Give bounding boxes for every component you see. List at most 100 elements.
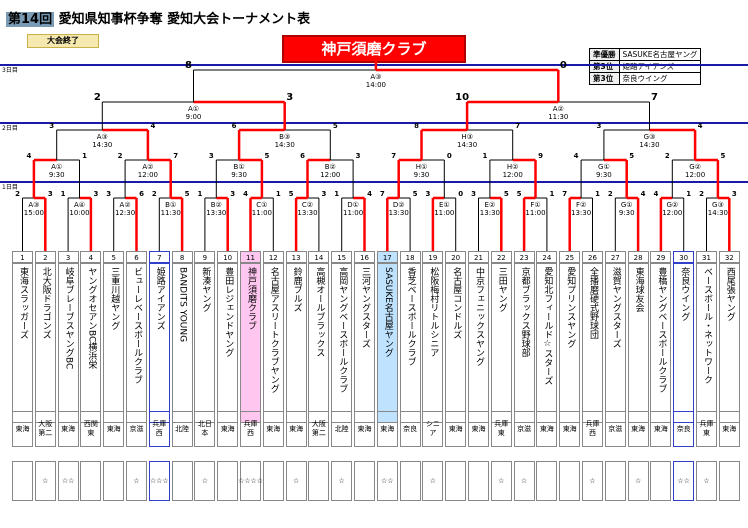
team-region: 京滋 — [513, 411, 535, 447]
team-stars — [468, 461, 489, 501]
podium-team: 奈良ウイング — [618, 72, 702, 85]
match-id: G① — [598, 163, 610, 171]
score-left: 7 — [391, 152, 397, 160]
match-time: 9:30 — [618, 209, 635, 217]
score-left: 10 — [455, 92, 470, 103]
score-left: 7 — [562, 190, 568, 198]
team-region: 東海 — [650, 411, 672, 447]
team-region: 東海 — [354, 411, 375, 447]
team-name: 名古屋アスリートクラブヤング — [262, 263, 284, 423]
score-right: 0 — [458, 190, 464, 198]
match-id: G③ — [712, 201, 724, 209]
team-number: 9 — [194, 251, 216, 263]
score-left: 6 — [300, 152, 305, 160]
score-right: 7 — [651, 92, 658, 103]
score-left: 3 — [471, 190, 476, 198]
round-divider — [0, 64, 748, 66]
score-right: 5 — [412, 190, 418, 198]
title-text: 愛知県知事杯争奪 愛知大会トーナメント表 — [58, 12, 311, 27]
score-right: 3 — [47, 190, 53, 198]
match-id: F② — [575, 201, 587, 209]
team-region: 大阪第二 — [308, 411, 330, 447]
team-name: 奈良ウイング — [673, 263, 695, 423]
match-time: 14:30 — [457, 141, 478, 149]
team-name: 豊田レジェンドヤング — [217, 263, 239, 423]
round-label: 3日目 — [2, 67, 18, 74]
match-time: 13:30 — [571, 209, 592, 217]
score-right: 1 — [549, 190, 555, 198]
match-time: 12:30 — [115, 209, 136, 217]
team-stars: ☆ — [194, 461, 216, 501]
team-region: 東海 — [468, 411, 489, 447]
match-id: A④ — [73, 201, 86, 209]
team-region: 東海 — [718, 411, 740, 447]
team-region: 北陸 — [331, 411, 353, 447]
team-stars: ☆ — [126, 461, 147, 501]
score-left: 2 — [93, 92, 101, 103]
match-id: A③ — [28, 201, 40, 209]
team-number: 10 — [217, 251, 239, 263]
team-stars — [559, 461, 581, 501]
team-stars: ☆ — [285, 461, 307, 501]
team-region: 西関東 — [80, 411, 102, 447]
team-stars: ☆☆☆ — [148, 461, 170, 501]
score-right: 3 — [230, 190, 236, 198]
match-id: G② — [666, 201, 679, 209]
team-number: 1 — [12, 251, 33, 263]
team-number: 8 — [171, 251, 193, 263]
match-id: F① — [530, 201, 541, 209]
team-name: ベースボール・ネットワーク — [696, 263, 717, 423]
team-name: 三重川越ヤング — [103, 263, 125, 423]
score-left: 6 — [231, 122, 237, 130]
team-number: 24 — [536, 251, 558, 263]
team-region: 北日本 — [194, 411, 216, 447]
team-number: 32 — [718, 251, 740, 263]
edition-number: 第14回 — [6, 12, 55, 27]
score-left: 1 — [197, 190, 203, 198]
score-left: 3 — [106, 190, 112, 198]
match-id: G③ — [643, 133, 656, 141]
score-left: 2 — [699, 190, 704, 198]
score-right: 3 — [355, 152, 361, 160]
match-id: A① — [51, 163, 63, 171]
team-stars — [399, 461, 421, 501]
status-badge: 大会終了 — [27, 34, 99, 48]
team-stars — [650, 461, 672, 501]
match-id: C② — [301, 201, 314, 209]
team-number: 20 — [445, 251, 467, 263]
match-time: 12:00 — [502, 171, 523, 179]
team-name: 中京フェニックスヤング — [468, 263, 489, 423]
team-stars: ☆ — [331, 461, 353, 501]
team-stars — [308, 461, 330, 501]
match-id: A② — [142, 163, 154, 171]
team-region: 北陸 — [171, 411, 193, 447]
team-name: 全播磨硬式野球団 — [582, 263, 603, 423]
team-number: 7 — [148, 251, 170, 263]
match-id: A② — [119, 201, 131, 209]
team-region: 大阪第二 — [34, 411, 56, 447]
score-right: 3 — [321, 190, 327, 198]
team-name: 岐阜ブレーブスヤングBC — [57, 263, 79, 423]
